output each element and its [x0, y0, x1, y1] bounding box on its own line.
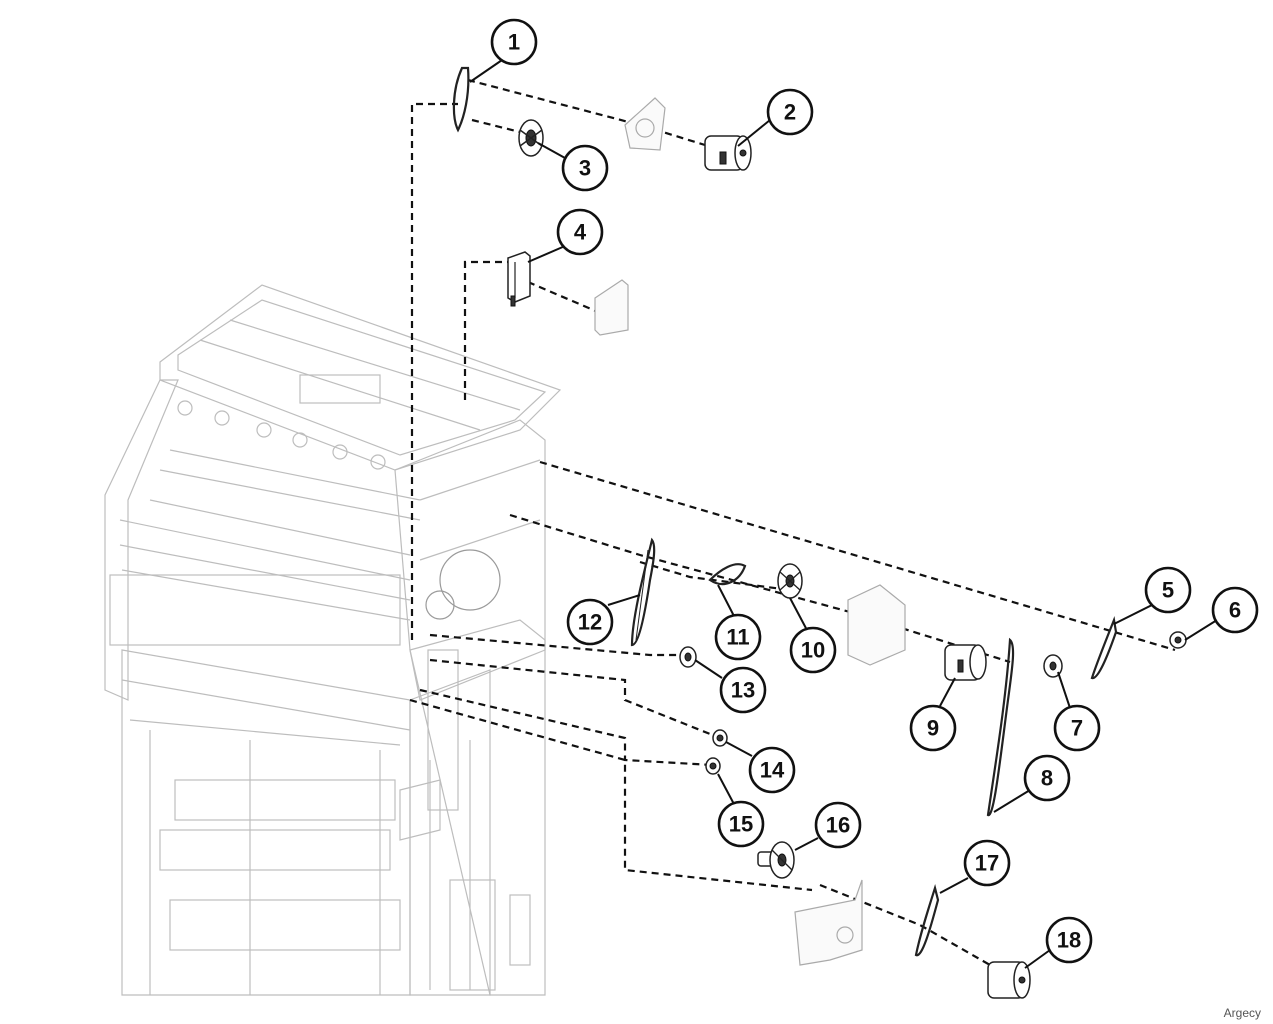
- belt-11: [708, 563, 747, 586]
- svg-text:17: 17: [975, 851, 999, 876]
- svg-text:4: 4: [574, 220, 587, 245]
- svg-text:12: 12: [578, 610, 602, 635]
- solenoid-4: [507, 251, 531, 307]
- pulley-13: [679, 646, 697, 668]
- bushing-14: [712, 729, 728, 747]
- svg-text:5: 5: [1162, 578, 1174, 603]
- callout-14: 14: [748, 746, 796, 794]
- svg-text:6: 6: [1229, 598, 1241, 623]
- callout-15: 15: [717, 800, 765, 848]
- watermark: Argecy: [1223, 1006, 1261, 1020]
- svg-text:3: 3: [579, 156, 591, 181]
- callout-9: 9: [909, 704, 957, 752]
- callout-4: 4: [556, 208, 604, 256]
- svg-text:1: 1: [508, 30, 520, 55]
- svg-text:8: 8: [1041, 766, 1053, 791]
- callout-13: 13: [719, 666, 767, 714]
- svg-text:9: 9: [927, 716, 939, 741]
- callout-leaders: [469, 57, 1218, 969]
- svg-text:16: 16: [826, 813, 850, 838]
- callout-17: 17: [963, 839, 1011, 887]
- svg-text:11: 11: [726, 625, 749, 650]
- callout-1: 1: [490, 18, 538, 66]
- bushing-15: [705, 757, 721, 775]
- belt-5: [1090, 615, 1118, 680]
- callout-12: 12: [566, 598, 614, 646]
- callout-7: 7: [1053, 704, 1101, 752]
- callout-5: 5: [1144, 566, 1192, 614]
- bracket-17: [794, 879, 863, 966]
- svg-text:7: 7: [1071, 716, 1083, 741]
- belt-1: [452, 66, 470, 133]
- bracket-10: [847, 584, 906, 666]
- svg-text:18: 18: [1057, 928, 1081, 953]
- motor-18: [987, 961, 1031, 999]
- svg-text:14: 14: [760, 758, 785, 783]
- belt-8: [986, 637, 1015, 817]
- callout-18: 18: [1045, 916, 1093, 964]
- callout-2: 2: [766, 88, 814, 136]
- belt-12: [630, 537, 656, 647]
- callout-16: 16: [814, 801, 862, 849]
- svg-text:10: 10: [801, 638, 825, 663]
- callout-10: 10: [789, 626, 837, 674]
- svg-text:2: 2: [784, 100, 796, 125]
- bracket-4: [594, 279, 629, 336]
- svg-text:15: 15: [729, 812, 753, 837]
- assembly-lines: [409, 78, 1176, 966]
- callout-3: 3: [561, 144, 609, 192]
- motor-9: [944, 644, 987, 681]
- callout-11: 11: [714, 613, 762, 661]
- pulley-3: [518, 119, 544, 157]
- pulley-10: [777, 563, 803, 599]
- pulley-7: [1043, 654, 1063, 678]
- callout-8: 8: [1023, 754, 1071, 802]
- parts: [452, 66, 1187, 999]
- finisher-frame: [104, 284, 562, 996]
- svg-text:13: 13: [731, 678, 755, 703]
- bushing-6: [1169, 631, 1187, 649]
- pulley-16: [757, 841, 795, 879]
- belt-17: [914, 883, 940, 957]
- callouts: 1 2 3 4 5 6 7 8 9 10 11 12 13 14 15 16 1…: [490, 18, 1259, 964]
- callout-6: 6: [1211, 586, 1259, 634]
